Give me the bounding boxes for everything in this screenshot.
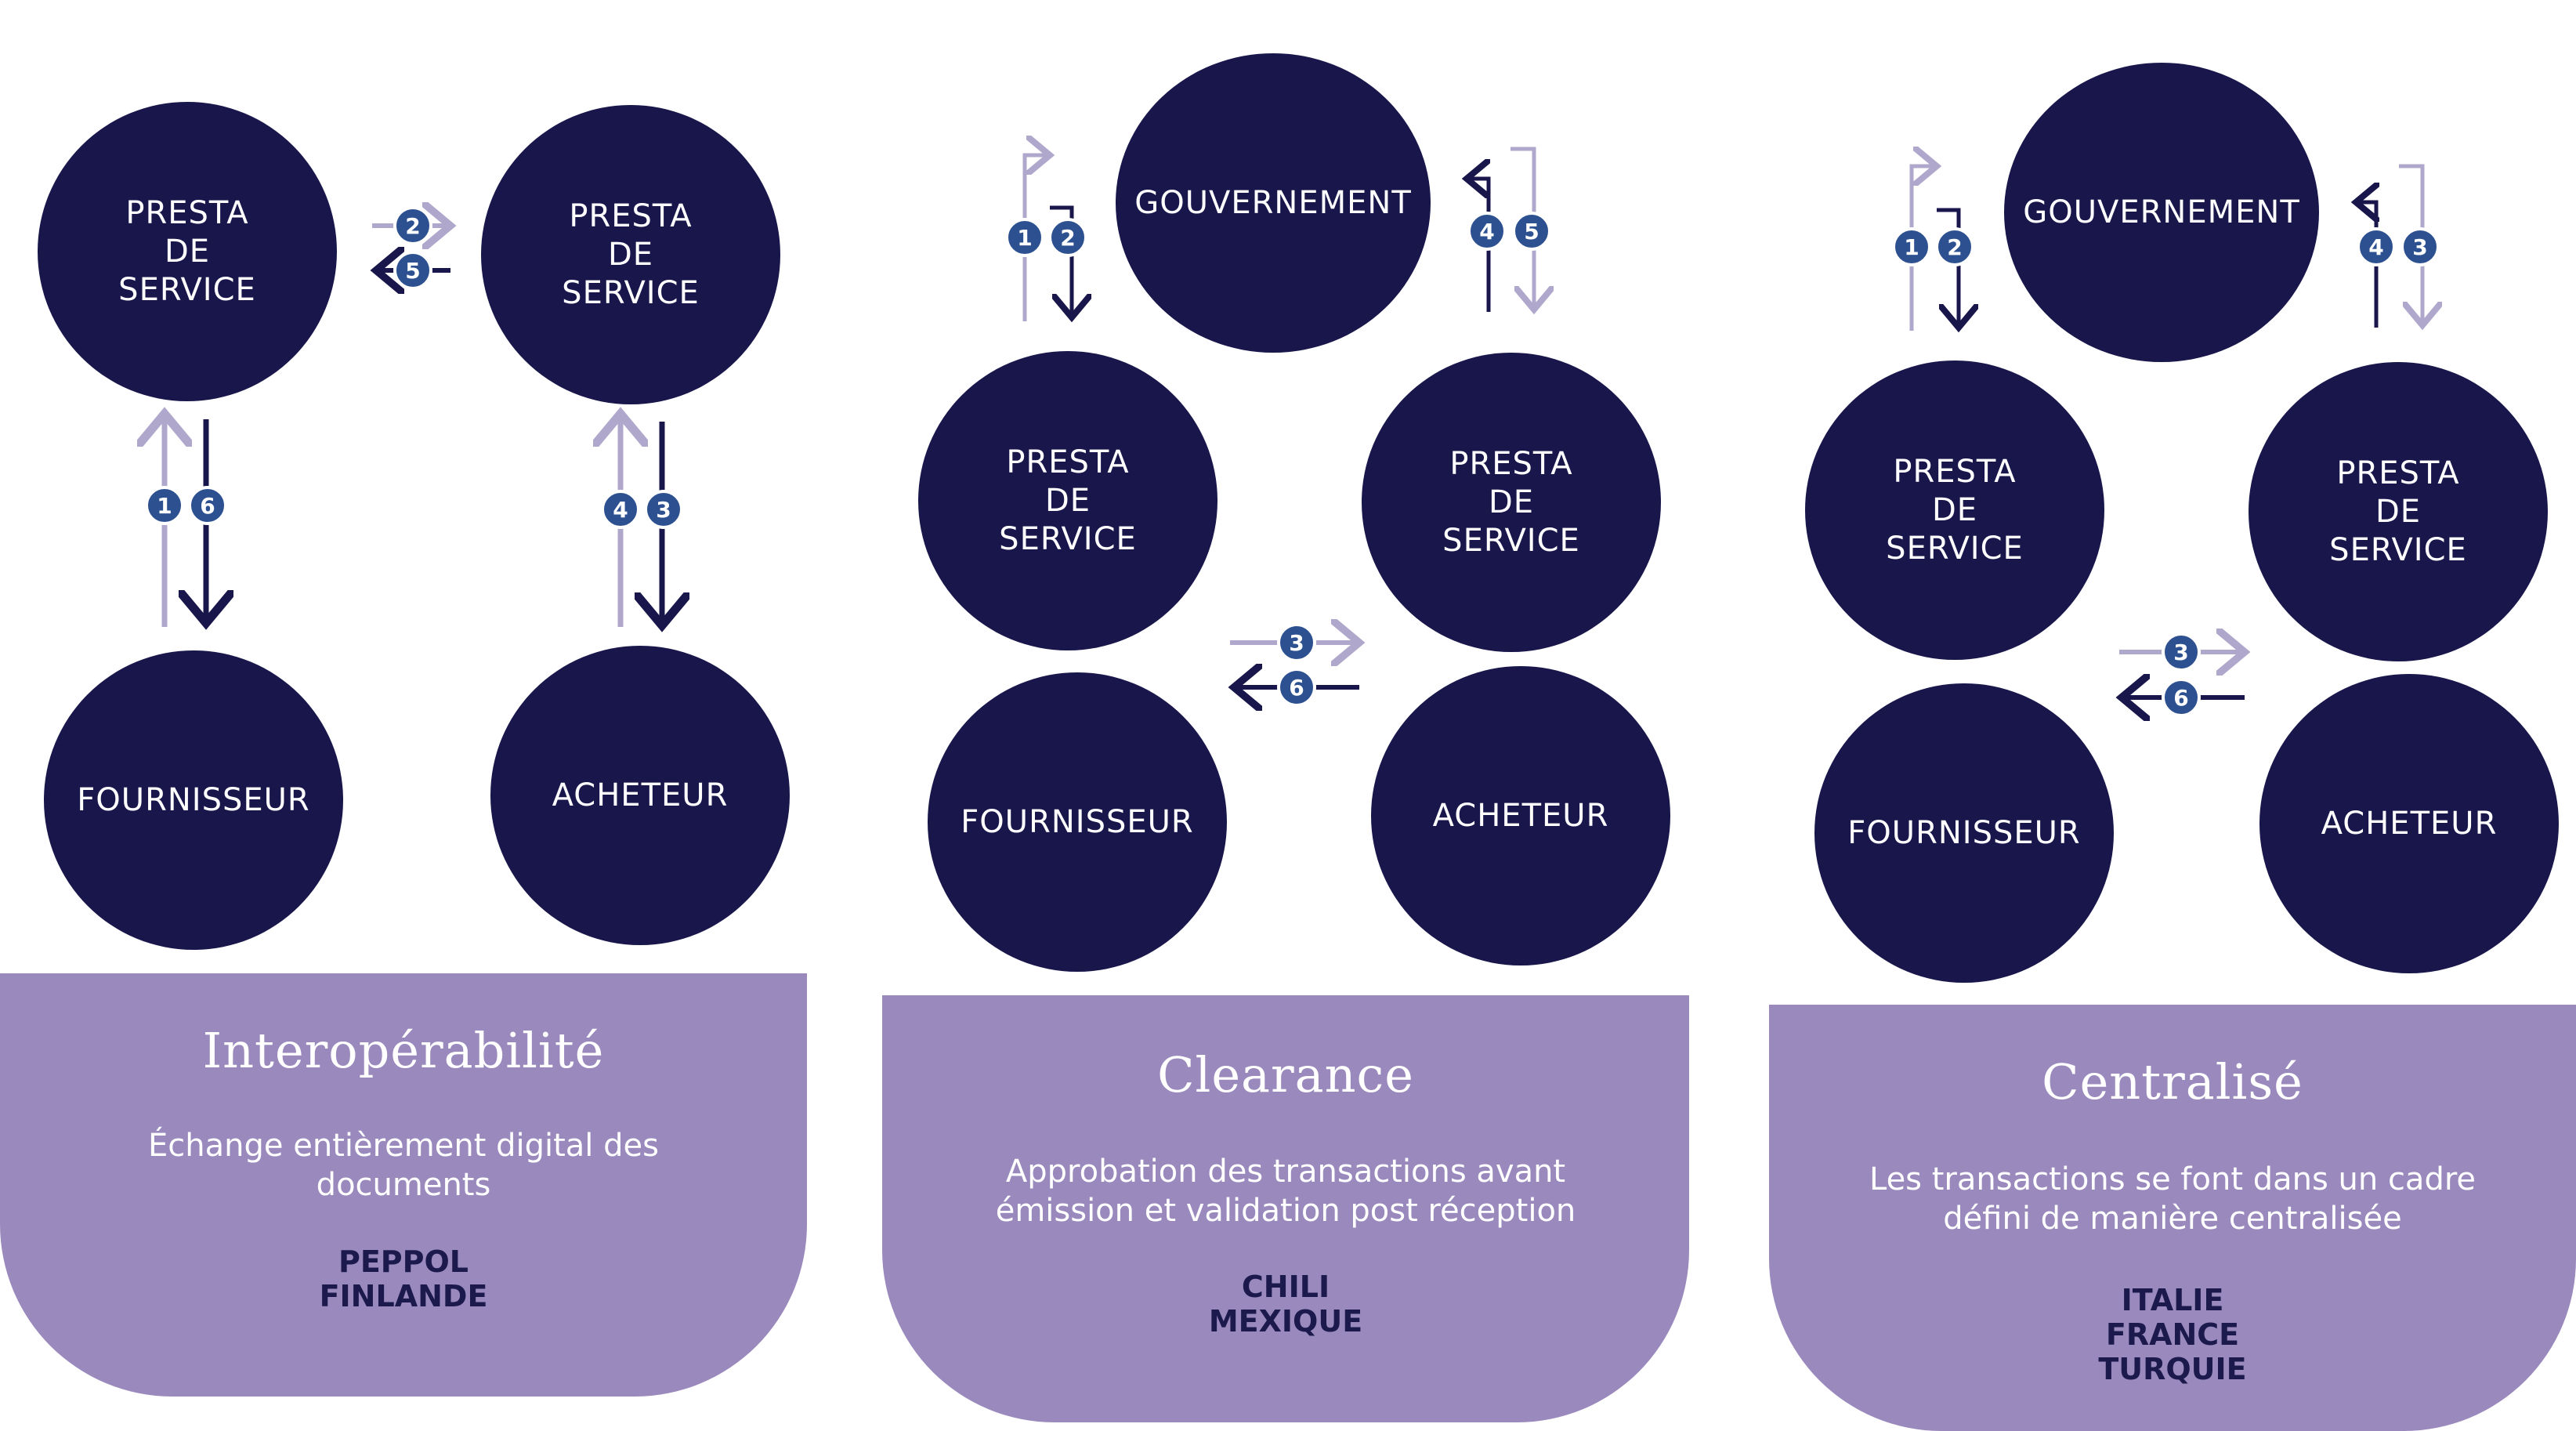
- step-badge: 2: [393, 206, 432, 245]
- step-badge: 4: [1467, 212, 1507, 251]
- model-card-centralise: Centralisé Les transactions se font dans…: [1769, 1005, 2576, 1431]
- node-gouvernement: GOUVERNEMENT: [2004, 63, 2319, 362]
- step-badge: 1: [1892, 227, 1931, 266]
- model-title: Clearance: [1157, 1046, 1414, 1103]
- node-presta-service-right: PRESTA DE SERVICE: [481, 105, 780, 404]
- node-presta-service-left: PRESTA DE SERVICE: [918, 351, 1217, 650]
- country-tag: ITALIE: [2121, 1283, 2224, 1317]
- model-title: Centralisé: [2042, 1053, 2303, 1110]
- model-title: Interopérabilité: [202, 1022, 605, 1079]
- node-gouvernement: GOUVERNEMENT: [1116, 53, 1431, 353]
- country-tag: PEPPOL: [338, 1244, 469, 1279]
- node-fournisseur: FOURNISSEUR: [1814, 683, 2114, 983]
- node-acheteur: ACHETEUR: [2259, 674, 2559, 973]
- country-tag: FINLANDE: [319, 1279, 488, 1313]
- model-card-interoperabilite: Interopérabilité Échange entièrement dig…: [0, 973, 807, 1397]
- step-badge: 5: [393, 251, 432, 290]
- step-badge: 3: [644, 490, 683, 529]
- node-acheteur: ACHETEUR: [490, 646, 790, 945]
- model-card-clearance: Clearance Approbation des transactions a…: [882, 995, 1689, 1422]
- country-tag: CHILI: [1241, 1270, 1330, 1304]
- model-countries: PEPPOL FINLANDE: [0, 1244, 807, 1313]
- step-badge: 6: [1277, 668, 1316, 707]
- step-badge: 1: [1005, 218, 1044, 257]
- node-presta-service-left: PRESTA DE SERVICE: [1805, 360, 2104, 660]
- step-badge: 3: [1277, 623, 1316, 662]
- node-fournisseur: FOURNISSEUR: [928, 672, 1227, 972]
- country-tag: MEXIQUE: [1208, 1304, 1363, 1339]
- node-fournisseur: FOURNISSEUR: [44, 650, 343, 950]
- node-presta-service-left: PRESTA DE SERVICE: [38, 102, 337, 401]
- step-badge: 2: [1935, 227, 1974, 266]
- model-description: Les transactions se font dans un cadre d…: [1869, 1161, 2477, 1237]
- model-countries: ITALIE FRANCE TURQUIE: [1769, 1283, 2576, 1386]
- model-countries: CHILI MEXIQUE: [882, 1270, 1689, 1339]
- node-presta-service-right: PRESTA DE SERVICE: [2249, 362, 2548, 661]
- step-badge: 4: [2357, 227, 2396, 266]
- step-badge: 1: [145, 486, 184, 525]
- node-acheteur: ACHETEUR: [1371, 666, 1670, 965]
- step-badge: 5: [1512, 212, 1551, 251]
- step-badge: 4: [601, 490, 640, 529]
- step-badge: 2: [1048, 218, 1087, 257]
- country-tag: FRANCE: [2105, 1317, 2240, 1352]
- step-badge: 3: [2401, 227, 2440, 266]
- step-badge: 6: [188, 486, 227, 525]
- node-presta-service-right: PRESTA DE SERVICE: [1362, 353, 1661, 652]
- model-description: Échange entièrement digital des document…: [148, 1128, 659, 1203]
- country-tag: TURQUIE: [2098, 1352, 2247, 1386]
- step-badge: 6: [2162, 678, 2201, 717]
- step-badge: 3: [2162, 632, 2201, 672]
- model-description: Approbation des transactions avant émiss…: [995, 1154, 1576, 1229]
